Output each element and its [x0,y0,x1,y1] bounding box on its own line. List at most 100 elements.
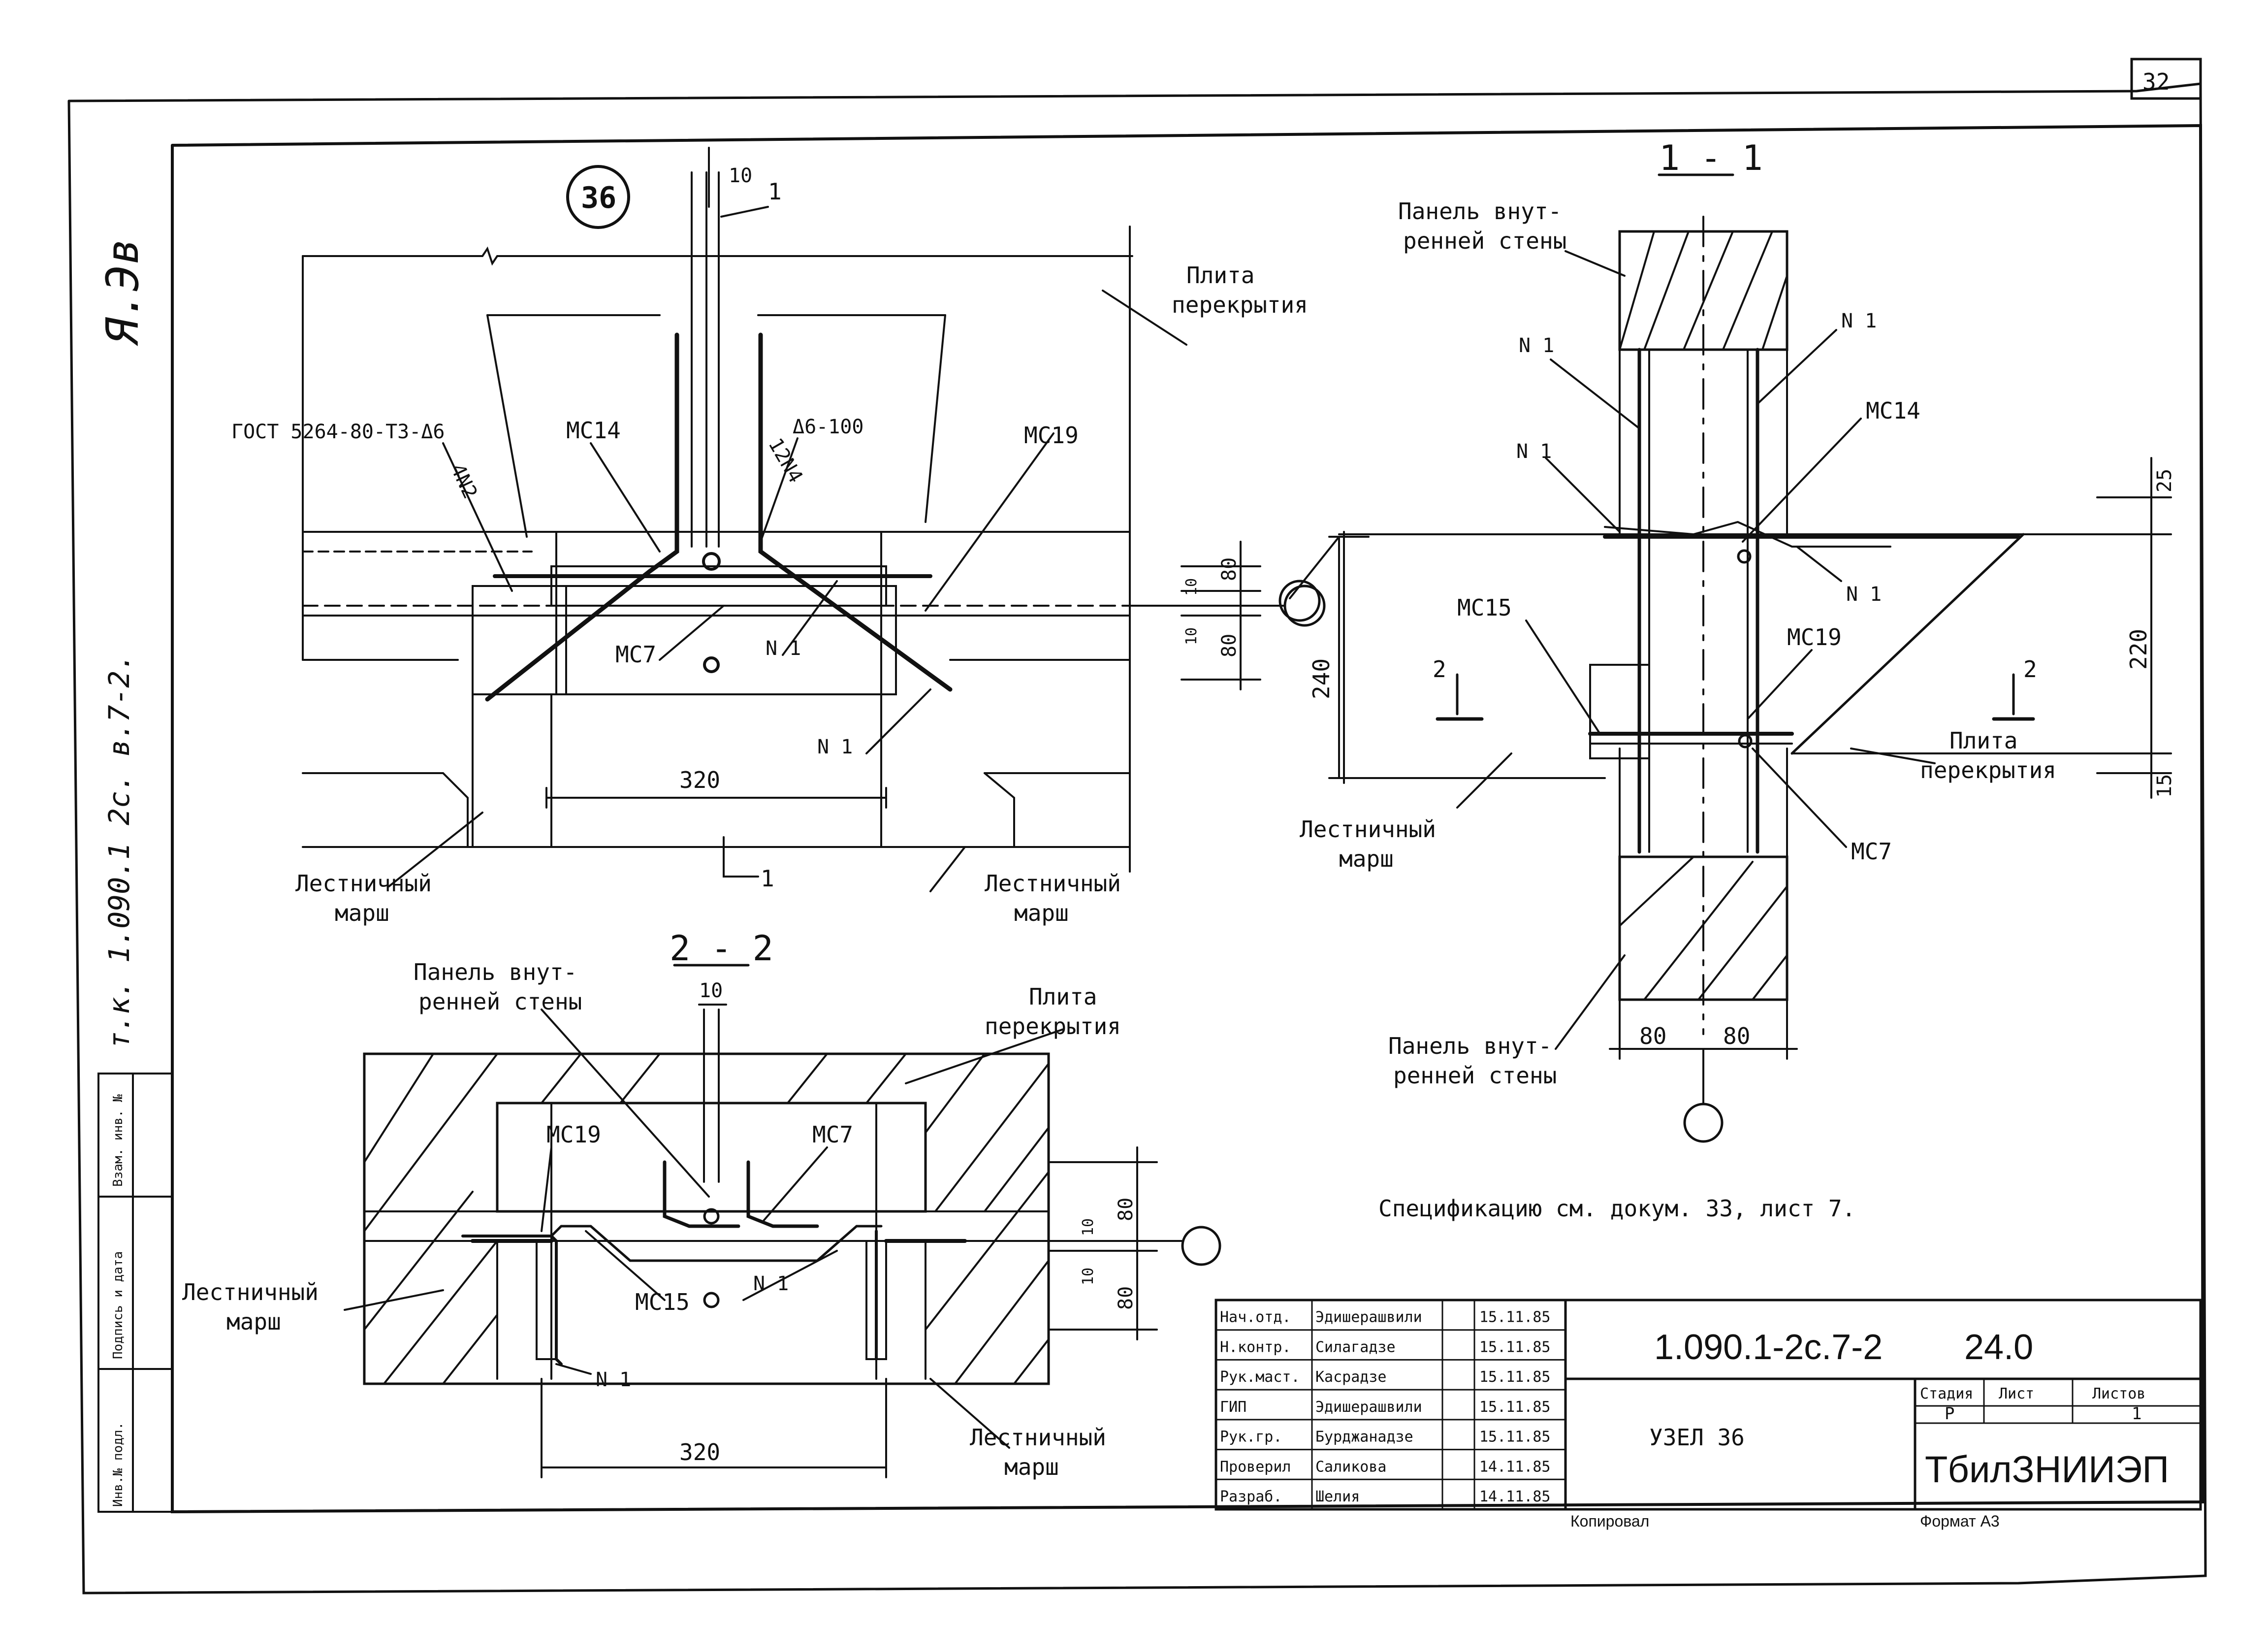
s22-dim-10: 10 [1080,1218,1097,1236]
s22-stair-right-1: Лестничный [970,1424,1106,1451]
tb-sheets: 1 [2132,1404,2141,1424]
section-2-2-title: 2 - 2 [670,928,773,969]
s22-n1-b: N 1 [596,1368,631,1391]
plan-label-stair-right-1: Лестничный [985,870,1121,897]
tb-title: УЗЕЛ 36 [1649,1424,1745,1451]
s11-panel-bot-1: Панель внут- [1388,1033,1552,1059]
s22-dim-80-a: 80 [1115,1198,1137,1221]
plan-cut-mark-top: 1 [768,178,782,205]
s11-cut-2-left: 2 [1433,656,1446,683]
tb-row-name: Шелия [1315,1488,1360,1505]
s11-panel-top-1: Панель внут- [1398,198,1562,225]
s22-panel-2: ренней стены [418,988,582,1015]
tb-sheet-header: Лист [1999,1385,2034,1402]
node-number: 36 [581,181,616,215]
tb-row-date: 15.11.85 [1479,1338,1551,1356]
section-1-1-title: 1 - 1 [1659,138,1763,178]
tb-row-role: Проверил [1220,1458,1291,1475]
spec-note: Спецификацию см. докум. 33, лист 7. [1378,1195,1855,1222]
tb-row-date: 15.11.85 [1479,1399,1551,1416]
s11-n1-d: N 1 [1846,583,1882,606]
title-block [1214,1299,2202,1511]
s11-plate-2: перекрытия [1920,757,2056,783]
s11-dim-80-a: 80 [1639,1023,1666,1049]
section-2-2 [344,964,1221,1478]
plan-label-n1-a: N 1 [766,637,801,660]
s11-n1-c: N 1 [1516,440,1552,463]
outer-frame [67,82,2207,1595]
tb-format: Формат А3 [1920,1512,2000,1530]
tb-copied: Копировал [1570,1512,1649,1530]
s11-panel-bot-2: ренней стены [1393,1062,1557,1089]
s22-dim-10: 10 [699,979,723,1002]
margin-signature: Я.Эв [97,238,149,347]
tb-stage: Р [1945,1404,1954,1424]
stamp-col-3: Взам. инв. № [111,1094,126,1187]
page-number: 32 [2142,68,2170,95]
stamp-col-2: Подпись и дата [111,1251,126,1359]
s11-mc19: МС19 [1787,624,1842,651]
s11-panel-top-2: ренней стены [1403,228,1566,254]
s11-plate-1: Плита [1949,727,2017,754]
tb-row-name: Бурджанадзе [1315,1429,1413,1446]
tb-row-name: Касрадзе [1315,1368,1387,1386]
node-36-plan [302,147,1326,892]
plan-label-mc19: МС19 [1024,422,1079,449]
s22-n1-a: N 1 [753,1272,789,1295]
plan-label-n1-b: N 1 [817,736,853,758]
plan-label-plate-1: Плита [1186,262,1254,289]
plan-label-stair-left-2: марш [335,900,389,926]
tb-row-role: Нач.отд. [1220,1309,1291,1326]
s11-mc14: МС14 [1866,397,1920,424]
side-note: т.к. 1.090.1 2с. в.7-2. [102,653,136,1049]
plan-dim-80-a: 80 [1218,557,1241,581]
tb-row-date: 14.11.85 [1479,1458,1551,1475]
page-number-box [2130,58,2202,100]
s22-stair-right-2: марш [1004,1454,1059,1480]
tb-row-date: 15.11.85 [1479,1368,1551,1386]
s22-panel-1: Панель внут- [414,959,577,985]
s11-dim-220: 220 [2125,629,2152,670]
tb-row-role: Разраб. [1220,1488,1282,1505]
stamp-columns [97,1073,173,1513]
s11-dim-15: 15 [2153,774,2176,798]
plan-label-weld: Δ6-100 [793,416,864,438]
s11-n1-a: N 1 [1841,310,1877,332]
plan-label-mc14: МС14 [566,417,621,444]
plan-label-plate-2: перекрытия [1172,292,1308,318]
s22-dim-80-b: 80 [1115,1286,1137,1310]
plan-label-weld-count: 12N4 [764,434,807,487]
node-number-circle [566,165,630,229]
plan-dim-10-top: 10 [729,164,752,187]
tb-row-date: 15.11.85 [1479,1429,1551,1446]
s11-stair-1: Лестничный [1300,816,1436,843]
plan-dim-10-b: 10 [1183,627,1200,645]
section-1-1 [1278,173,2172,1143]
tb-sheet-code: 24.0 [1964,1328,2033,1367]
plan-label-n2: 4N2 [446,460,481,502]
tb-row-role: Н.контр. [1220,1338,1291,1356]
tb-row-name: Эдишерашвили [1315,1309,1422,1326]
s22-mc7: МС7 [812,1121,853,1148]
tb-doc-code: 1.090.1-2с.7-2 [1654,1328,1883,1367]
s22-stair-left-2: марш [226,1308,281,1335]
s22-plate-2: перекрытия [985,1013,1121,1040]
tb-row-name: Силагадзе [1315,1338,1396,1356]
s22-dim-320: 320 [679,1439,720,1465]
plan-dim-80-b: 80 [1218,634,1241,657]
plan-dim-320: 320 [679,767,720,793]
s11-dim-25: 25 [2153,469,2176,492]
plan-dim-10-a: 10 [1183,578,1200,596]
s22-plate-1: Плита [1029,983,1097,1010]
tb-sheets-header: Листов [2092,1385,2145,1402]
stamp-col-1: Инв.№ подл. [111,1422,126,1507]
tb-row-role: Рук.маст. [1220,1368,1300,1386]
plan-cut-mark-bottom: 1 [761,865,774,892]
plan-label-stair-right-2: марш [1014,900,1069,926]
s11-mc15: МС15 [1457,594,1512,621]
tb-row-date: 15.11.85 [1479,1309,1551,1326]
s22-mc15: МС15 [635,1289,690,1315]
s11-dim-80-b: 80 [1723,1023,1750,1049]
